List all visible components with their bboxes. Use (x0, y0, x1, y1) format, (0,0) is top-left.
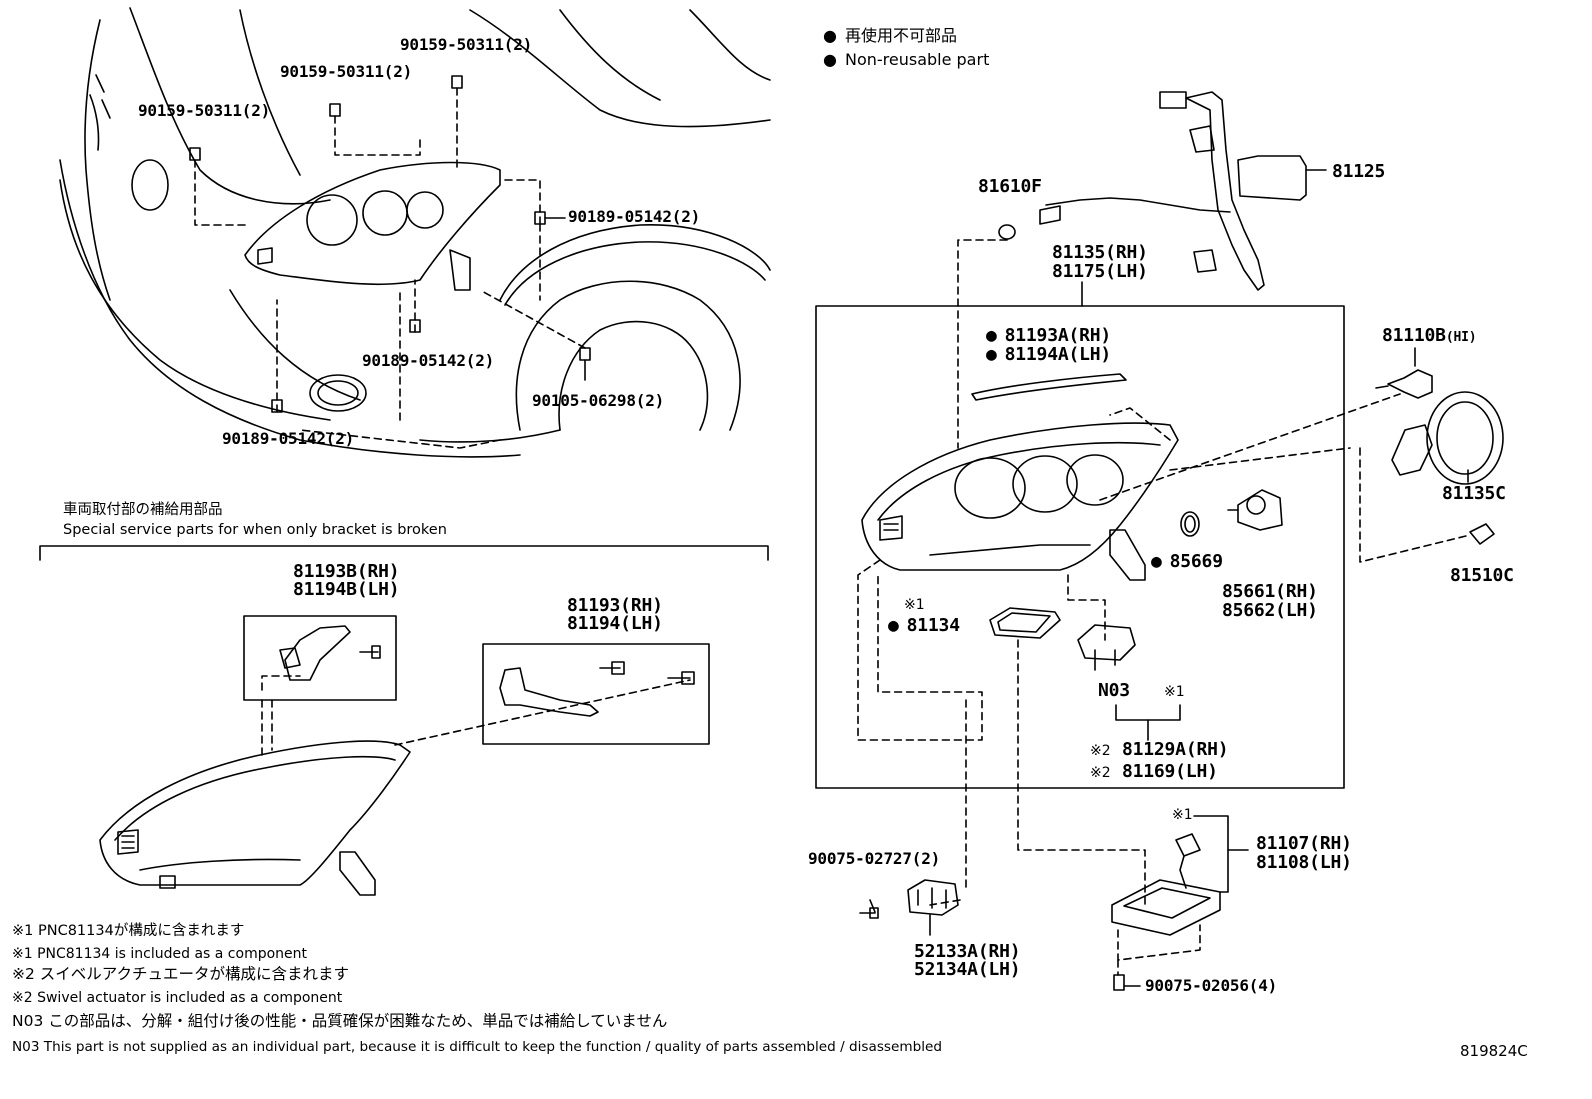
headlamp-lower-illustration (99, 675, 691, 896)
special-service-title-en: Special service parts for when only brac… (63, 522, 447, 538)
headlamp-assembly-box (815, 281, 1345, 789)
footnote-N03-jp: N03 この部品は、分解・組付け後の性能・品質確保が困難なため、単品では補給して… (12, 1012, 668, 1030)
part-81169-mark: ※2 (1090, 765, 1111, 781)
part-90159-50311-mid: 90159-50311(2) (280, 62, 413, 81)
footnote-2-jp: ※2 スイベルアクチュエータが構成に含まれます (12, 965, 350, 983)
part-52133A-rh: 52133A(RH) (914, 941, 1021, 962)
part-81194A-lh: 81194A(LH) (986, 345, 1112, 365)
footnote-1-en: ※1 PNC81134 is included as a component (12, 946, 308, 962)
part-81169-lh: 81169(LH) (1122, 761, 1218, 782)
part-90189-05142-right: 90189-05142(2) (568, 207, 701, 226)
footnote-1-jp: ※1 PNC81134が構成に含まれます (12, 923, 245, 939)
legend-non-reusable-jp: 再使用不可部品 (823, 26, 957, 46)
footnote-N03-en: N03 This part is not supplied as an indi… (12, 1039, 942, 1055)
part-81194-lh: 81194(LH) (567, 613, 663, 634)
part-81107-mark: ※1 (1172, 807, 1193, 823)
footnote-2-en: ※2 Swivel actuator is included as a comp… (12, 990, 343, 1006)
part-81193A-rh: 81193A(RH) (986, 326, 1112, 346)
part-81129A-mark: ※2 (1090, 743, 1111, 759)
right-leader-lines (857, 239, 1471, 976)
part-81110B: 81110B(HI) (1382, 325, 1477, 348)
part-81107-rh: 81107(RH) (1256, 833, 1352, 854)
bracket-box-81193B (243, 615, 397, 701)
part-90159-50311-left: 90159-50311(2) (138, 101, 271, 120)
part-90189-05142-center: 90189-05142(2) (362, 351, 495, 370)
part-81108-lh: 81108(LH) (1256, 852, 1352, 873)
part-52134A-lh: 52134A(LH) (914, 959, 1021, 980)
part-81135-rh: 81135(RH) (1052, 242, 1148, 263)
special-service-bracket (39, 545, 769, 561)
diagram-number: 819824C (1460, 1042, 1528, 1060)
legend-non-reusable-en: Non-reusable part (823, 50, 989, 70)
part-90105-06298: 90105-06298(2) (532, 391, 665, 410)
part-90075-02727: 90075-02727(2) (808, 849, 941, 868)
bracket-box-81193 (482, 643, 710, 745)
part-81510C: 81510C (1450, 565, 1514, 586)
part-81135C: 81135C (1442, 483, 1506, 504)
right-solid-leaders (869, 347, 1469, 987)
part-90189-05142-bottom: 90189-05142(2) (222, 429, 355, 448)
vehicle-front-illustration (59, 7, 771, 458)
part-81125: 81125 (1332, 161, 1386, 182)
part-81194B-lh: 81194B(LH) (293, 579, 400, 600)
part-90159-50311-top: 90159-50311(2) (400, 35, 533, 54)
part-81175-lh: 81175(LH) (1052, 261, 1148, 282)
part-N03: N03 (1098, 680, 1130, 701)
part-81610F: 81610F (978, 176, 1042, 197)
part-81134-mark: ※1 (904, 597, 925, 613)
part-81193B-rh: 81193B(RH) (293, 561, 400, 582)
part-85669: 85669 (1151, 552, 1223, 572)
part-85662-lh: 85662(LH) (1222, 600, 1318, 621)
headlamp-unit-illustration (859, 91, 1504, 991)
part-81193-rh: 81193(RH) (567, 595, 663, 616)
part-N03-mark: ※1 (1164, 684, 1185, 700)
part-81129A-rh: 81129A(RH) (1122, 739, 1229, 760)
part-90075-02056: 90075-02056(4) (1145, 976, 1278, 995)
part-81110B-number: 81110B (1382, 325, 1446, 346)
part-81110B-suffix: (HI) (1445, 330, 1477, 345)
part-85661-rh: 85661(RH) (1222, 581, 1318, 602)
special-service-title-jp: 車両取付部の補給用部品 (63, 502, 223, 518)
part-81134: 81134 (888, 616, 960, 636)
